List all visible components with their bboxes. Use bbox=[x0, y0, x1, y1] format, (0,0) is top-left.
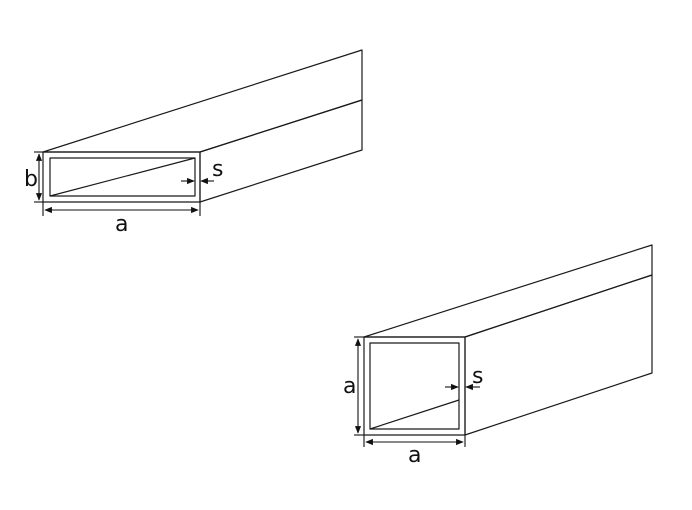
rect-tube-inner-edge bbox=[49, 157, 196, 197]
square-tube-inner-edge bbox=[369, 399, 460, 430]
square-tube: a a s bbox=[343, 244, 653, 468]
square-dim-a-vertical-label: a bbox=[343, 374, 356, 399]
rect-tube-front-wall bbox=[42, 151, 201, 203]
square-dim-a-horizontal-label: a bbox=[408, 443, 421, 468]
square-tube-front-wall bbox=[363, 336, 466, 436]
rect-tube-hollow bbox=[49, 157, 196, 197]
square-tube-side-face bbox=[464, 274, 653, 436]
rectangular-tube: b a s bbox=[24, 49, 363, 237]
rect-tube-top-face bbox=[42, 49, 363, 153]
rect-tube-side-face bbox=[199, 99, 363, 203]
rect-dim-b-label: b bbox=[24, 167, 38, 192]
square-tube-hollow bbox=[369, 342, 460, 430]
square-dim-s-label: s bbox=[472, 364, 483, 389]
rect-dim-a-label: a bbox=[115, 212, 128, 237]
rect-dim-s-label: s bbox=[212, 157, 223, 182]
